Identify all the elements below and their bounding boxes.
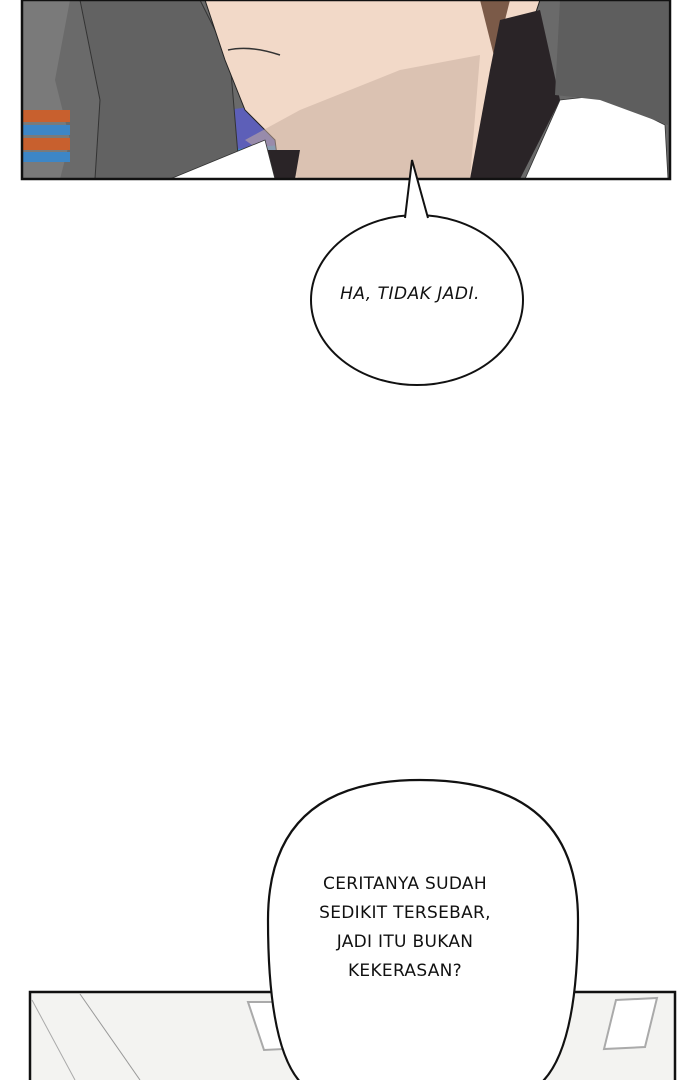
bubble-1-text: HA, TIDAK JADI. <box>340 284 480 304</box>
bubble-2-text: CERITANYA SUDAH SEDIKIT TERSEBAR, JADI I… <box>290 870 520 986</box>
speech-bubble-2 <box>266 778 580 1080</box>
top-panel <box>20 0 672 181</box>
bubble-2-line: SEDIKIT TERSEBAR, <box>319 903 491 923</box>
bubble-2-line: KEKERASAN? <box>347 961 462 981</box>
bubble-2-line: JADI ITU BUKAN <box>336 932 474 952</box>
speech-bubble-1 <box>310 159 524 386</box>
bubble-2-line: CERITANYA SUDAH <box>323 874 487 894</box>
